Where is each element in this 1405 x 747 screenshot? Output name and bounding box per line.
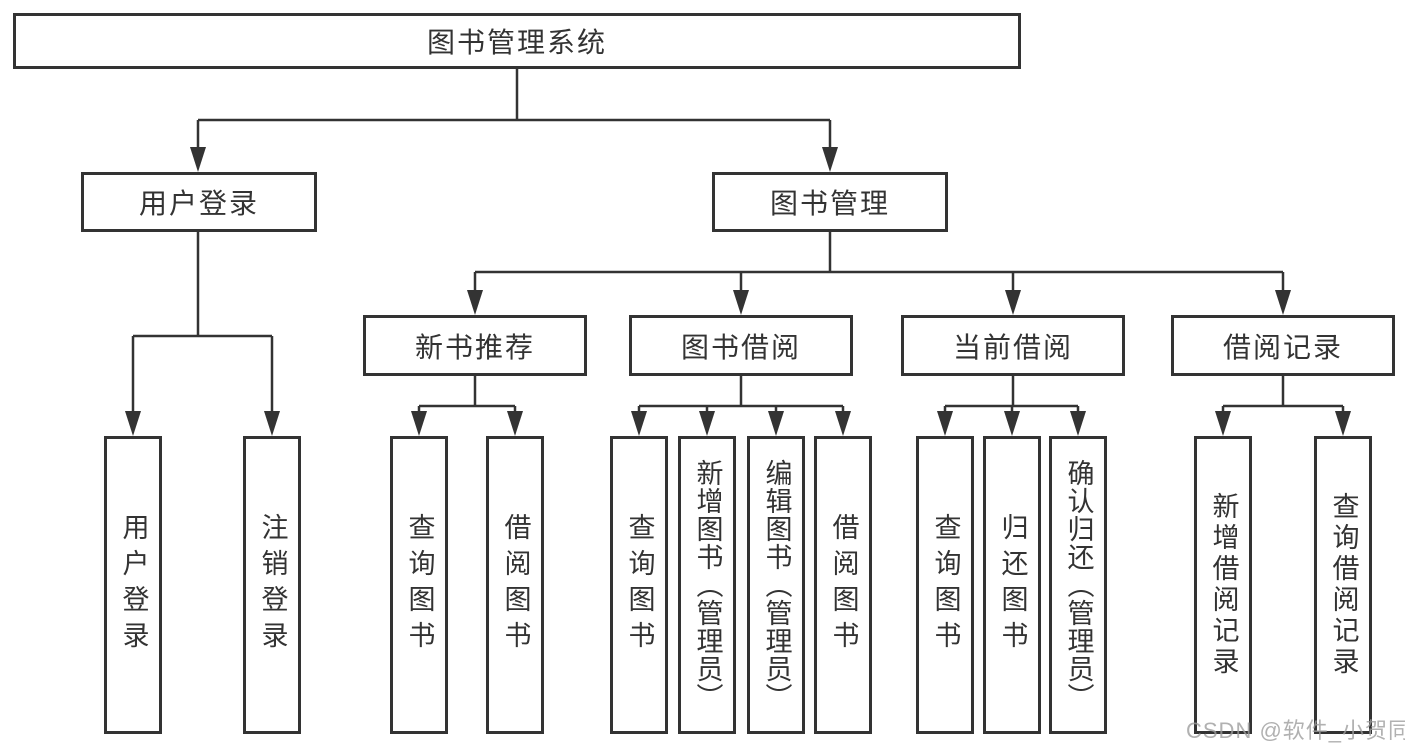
node-borrowing-records: 借阅记录 [1171, 315, 1395, 376]
node-leaf-add-borrowing-record: 新增借阅记录 [1194, 436, 1252, 734]
connector-borrowing-records-to-leaves [1215, 376, 1351, 436]
node-label: 用户登录 [118, 513, 149, 657]
node-label: 图书管理 [769, 188, 890, 219]
node-label: 新增借阅记录 [1208, 492, 1239, 678]
node-label: 查询图书 [930, 513, 961, 657]
connector-book-management-to-level3 [467, 232, 1291, 315]
node-label: 用户登录 [138, 188, 259, 219]
connector-new-book-recommendation-to-leaves [411, 376, 523, 436]
node-leaf-logout: 注销登录 [243, 436, 301, 734]
node-leaf-query-books: 查询图书 [390, 436, 448, 734]
node-label: 图书管理系统 [426, 27, 607, 58]
node-leaf-query-books: 查询图书 [610, 436, 668, 734]
node-leaf-return-books: 归还图书 [983, 436, 1041, 734]
node-label: 查询借阅记录 [1328, 492, 1359, 678]
node-leaf-borrow-books: 借阅图书 [486, 436, 544, 734]
node-label: 确认归还（管理员） [1063, 459, 1094, 711]
node-library-management-system: 图书管理系统 [13, 13, 1021, 69]
node-label: 图书借阅 [680, 331, 801, 363]
node-current-borrowing: 当前借阅 [901, 315, 1125, 376]
node-new-book-recommendation: 新书推荐 [363, 315, 587, 376]
node-book-borrowing: 图书借阅 [629, 315, 853, 376]
node-book-management: 图书管理 [712, 172, 948, 232]
node-leaf-user-login: 用户登录 [104, 436, 162, 734]
node-label: 归还图书 [997, 513, 1028, 657]
node-user-login: 用户登录 [81, 172, 317, 232]
node-leaf-confirm-return-admin: 确认归还（管理员） [1049, 436, 1107, 734]
node-leaf-query-borrowing-record: 查询借阅记录 [1314, 436, 1372, 734]
node-leaf-borrow-books: 借阅图书 [814, 436, 872, 734]
node-label: 查询图书 [624, 513, 655, 657]
node-label: 新增图书（管理员） [692, 459, 723, 711]
node-label: 编辑图书（管理员） [761, 459, 792, 711]
node-label: 当前借阅 [952, 331, 1073, 363]
node-label: 新书推荐 [414, 331, 535, 363]
connector-root-to-level2 [190, 69, 838, 172]
node-leaf-edit-books-admin: 编辑图书（管理员） [747, 436, 805, 734]
connector-book-borrowing-to-leaves [631, 376, 851, 436]
csdn-watermark: CSDN @软件_小贺同学 [1186, 718, 1405, 743]
connector-current-borrowing-to-leaves [937, 376, 1086, 436]
node-label: 注销登录 [257, 513, 288, 657]
node-label: 借阅图书 [500, 513, 531, 657]
connector-user-login-to-leaves [125, 232, 280, 436]
node-leaf-add-books-admin: 新增图书（管理员） [678, 436, 736, 734]
node-leaf-query-books: 查询图书 [916, 436, 974, 734]
node-label: 借阅记录 [1222, 331, 1343, 363]
node-label: 查询图书 [404, 513, 435, 657]
node-label: 借阅图书 [828, 513, 859, 657]
